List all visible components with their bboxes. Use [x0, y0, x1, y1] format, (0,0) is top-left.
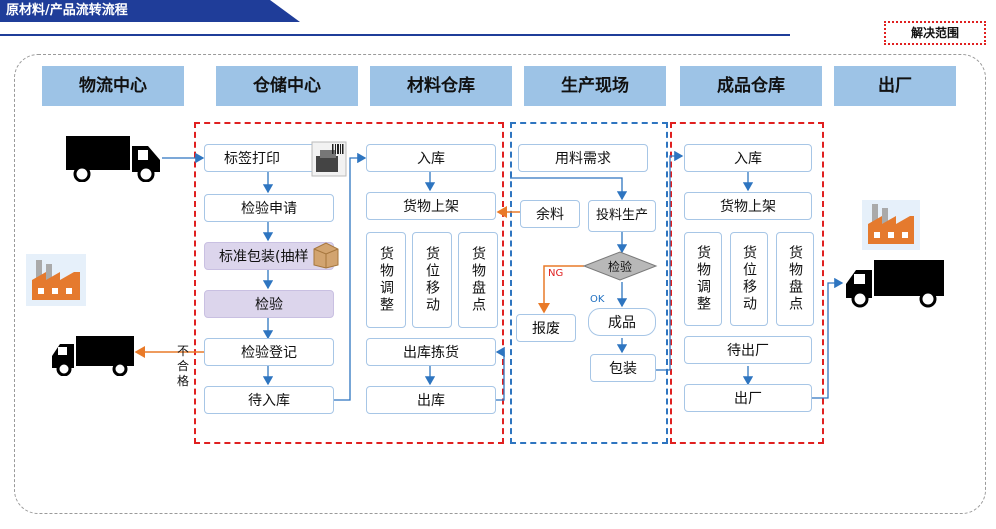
header-finished: 成品仓库	[680, 66, 822, 106]
material-adjust-box: 货物调整	[366, 232, 406, 328]
scope-legend: 解决范围	[884, 21, 986, 45]
truck-icon-reject	[52, 332, 136, 377]
material-in-box: 入库	[366, 144, 496, 172]
inspect-box: 检验	[204, 290, 334, 318]
barcode-printer-icon	[310, 140, 348, 178]
header-material: 材料仓库	[370, 66, 512, 106]
factory-icon	[26, 254, 86, 306]
feed-production-box: 投料生产	[588, 200, 656, 232]
surplus-box: 余料	[520, 200, 580, 228]
material-demand-box: 用料需求	[518, 144, 648, 172]
header-production: 生产现场	[524, 66, 666, 106]
diagram-frame	[14, 54, 986, 514]
material-move-box: 货位移动	[412, 232, 452, 328]
ok-label: OK	[590, 294, 605, 305]
product-box: 成品	[588, 308, 656, 336]
material-pick-box: 出库拣货	[366, 338, 496, 366]
material-count-box: 货物盘点	[458, 232, 498, 328]
zone-warehouse-material	[194, 122, 504, 444]
zone-production	[510, 122, 668, 444]
finished-adjust-box: 货物调整	[684, 232, 722, 326]
header-storage: 仓储中心	[216, 66, 358, 106]
finished-move-box: 货位移动	[730, 232, 768, 326]
package-box-icon	[312, 241, 340, 269]
pending-out-box: 待出厂	[684, 336, 812, 364]
inspect-register-box: 检验登记	[204, 338, 334, 366]
inspect-apply-box: 检验申请	[204, 194, 334, 222]
ng-label: NG	[548, 268, 564, 279]
scrap-box: 报废	[516, 314, 576, 342]
inspection-diamond	[582, 251, 658, 281]
material-out-box: 出库	[366, 386, 496, 414]
pack-box: 包装	[590, 354, 656, 382]
reject-label: 不合格	[176, 344, 189, 388]
title-underline	[0, 34, 790, 36]
check-label: 检验	[607, 260, 632, 274]
label-print-text: 标签打印	[224, 151, 280, 167]
pending-in-box: 待入库	[204, 386, 334, 414]
material-shelf-box: 货物上架	[366, 192, 496, 220]
truck-icon-exit	[844, 256, 944, 308]
zone-finished	[670, 122, 824, 444]
truck-icon	[66, 132, 162, 183]
std-pack-box: 标准包装(抽样	[204, 242, 334, 270]
header-logistics: 物流中心	[42, 66, 184, 106]
finished-in-box: 入库	[684, 144, 812, 172]
header-exit: 出厂	[834, 66, 956, 106]
page-title: 原材料/产品流转流程	[0, 0, 300, 22]
factory-icon-exit	[862, 200, 920, 250]
finished-out-box: 出厂	[684, 384, 812, 412]
std-pack-text: 标准包装(抽样	[219, 249, 309, 265]
finished-shelf-box: 货物上架	[684, 192, 812, 220]
finished-count-box: 货物盘点	[776, 232, 814, 326]
